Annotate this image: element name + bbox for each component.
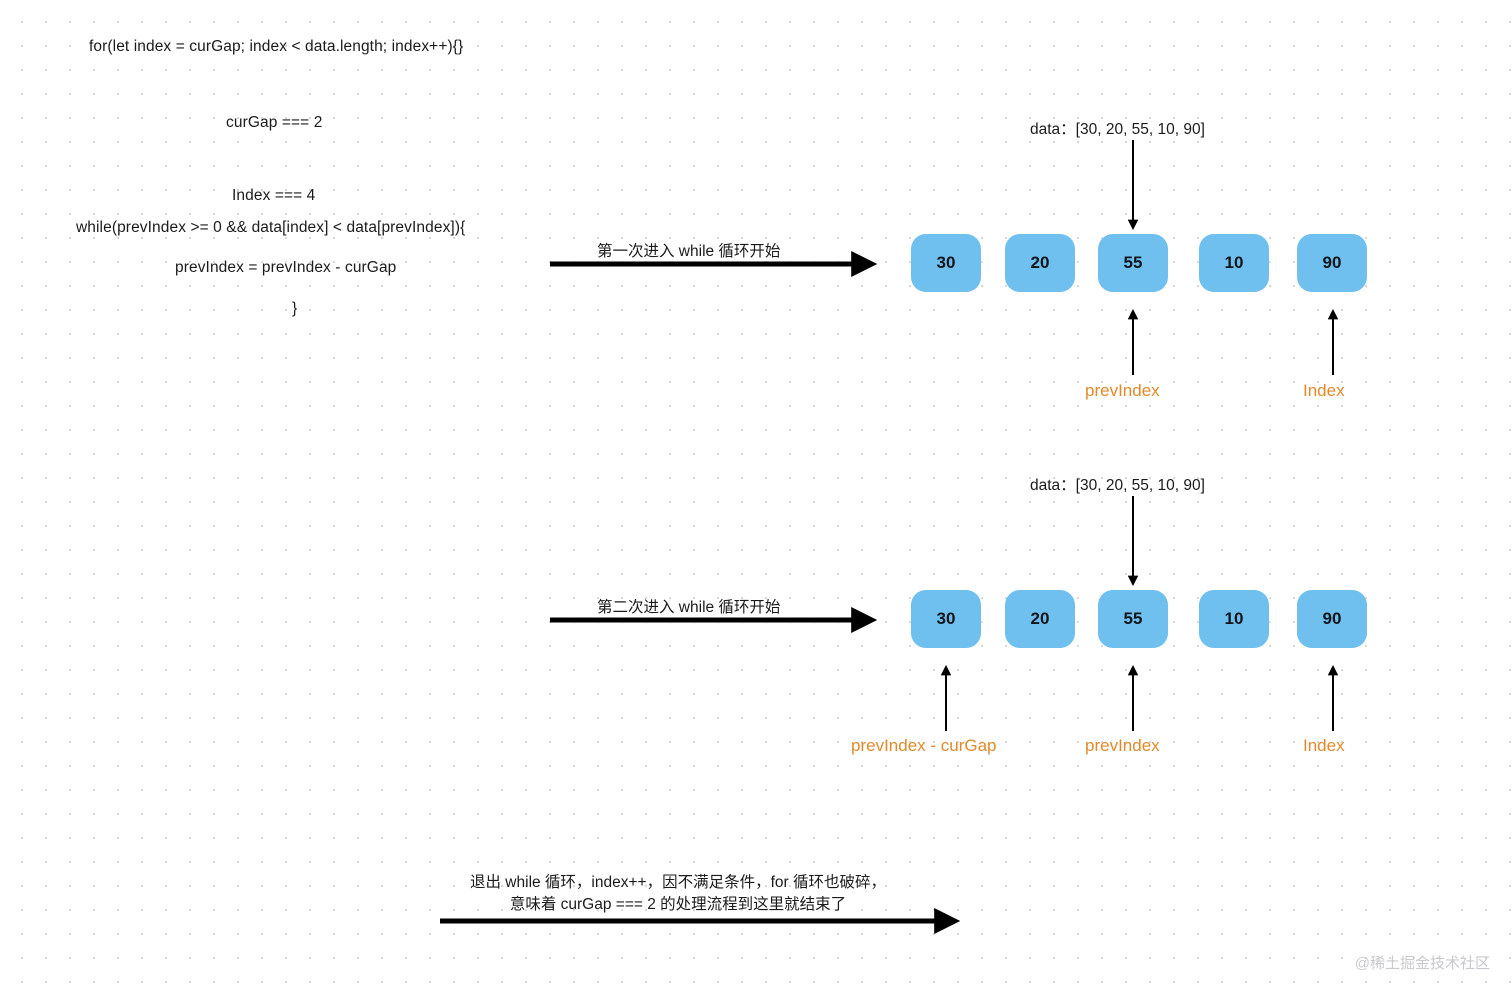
array-cell-second-pass-0[interactable]: 30 [911,590,981,648]
data-pointer-arrow-second-pass [1127,496,1139,587]
pointer-arrow-second-pass-1 [1127,664,1139,731]
flow-arrow-second-while-pass [550,607,878,633]
code-line-3: while(prevIndex >= 0 && data[index] < da… [76,219,466,236]
array-cell-first-pass-4[interactable]: 90 [1297,234,1367,292]
array-cell-first-pass-1[interactable]: 20 [1005,234,1075,292]
pointer-label-second-pass-1: prevIndex [1085,736,1160,755]
code-line-1: curGap === 2 [226,114,323,131]
array-cell-second-pass-1[interactable]: 20 [1005,590,1075,648]
pointer-arrow-second-pass-2 [1327,664,1339,731]
array-cell-second-pass-4[interactable]: 90 [1297,590,1367,648]
flow-label-second-while-pass: 第二次进入 while 循环开始 [597,599,781,616]
flow-arrow-exit-while-loop [440,908,961,934]
pointer-label-first-pass-1: Index [1303,381,1345,400]
flow-label-first-while-pass: 第一次进入 while 循环开始 [597,243,781,260]
code-line-5: } [292,300,298,317]
array-cell-second-pass-2[interactable]: 55 [1098,590,1168,648]
pointer-label-first-pass-0: prevIndex [1085,381,1160,400]
flow-label-exit-while-loop: 退出 while 循环，index++，因不满足条件，for 循环也破碎， 意味… [470,874,886,914]
code-line-0: for(let index = curGap; index < data.len… [89,38,464,55]
array-cell-first-pass-0[interactable]: 30 [911,234,981,292]
pointer-arrow-second-pass-0 [940,664,952,731]
pointer-arrow-first-pass-1 [1327,308,1339,375]
data-array-label-second-pass: data：[30, 20, 55, 10, 90] [1030,477,1205,494]
array-cell-first-pass-2[interactable]: 55 [1098,234,1168,292]
array-cell-first-pass-3[interactable]: 10 [1199,234,1269,292]
data-pointer-arrow-first-pass [1127,140,1139,231]
data-array-label-first-pass: data：[30, 20, 55, 10, 90] [1030,121,1205,138]
watermark: @稀土掘金技术社区 [1354,955,1490,972]
pointer-arrow-first-pass-0 [1127,308,1139,375]
flow-arrow-first-while-pass [550,251,878,277]
code-line-4: prevIndex = prevIndex - curGap [175,259,397,276]
pointer-label-second-pass-0: prevIndex - curGap [851,736,997,755]
code-line-2: Index === 4 [232,187,316,204]
pointer-label-second-pass-2: Index [1303,736,1345,755]
array-cell-second-pass-3[interactable]: 10 [1199,590,1269,648]
